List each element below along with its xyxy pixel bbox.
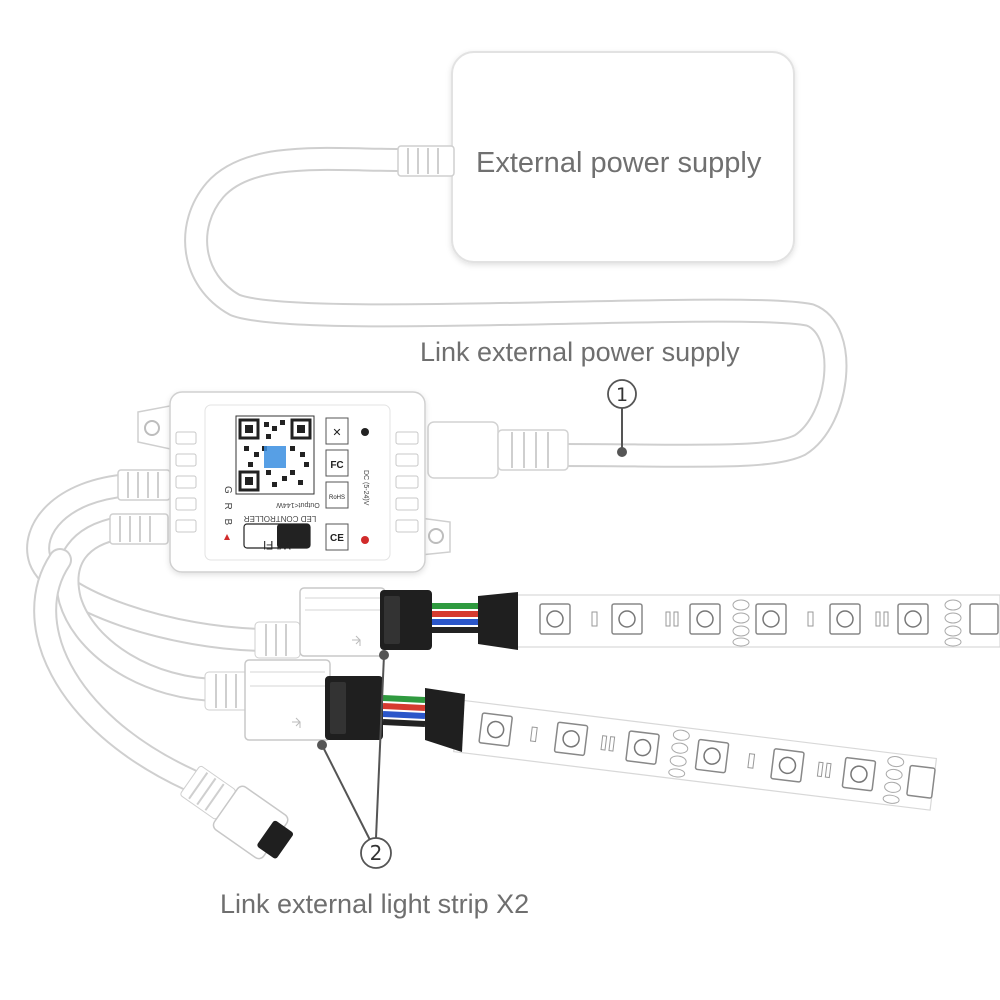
strip-1-led-chips xyxy=(539,603,999,635)
strip-2-cut-pads xyxy=(668,729,905,804)
strip-2-connector xyxy=(204,659,465,752)
fcc-mark: FC xyxy=(330,460,343,471)
link-light-strip-label: Link external light strip X2 xyxy=(220,889,530,919)
controller-grip-left xyxy=(175,431,197,533)
strip-2-led-chips xyxy=(478,712,936,799)
certification-marks: ✕ FC RoHS CE xyxy=(325,417,369,551)
svg-text:✕: ✕ xyxy=(332,427,341,439)
negative-terminal-dot xyxy=(361,428,369,436)
strip-1-resistors xyxy=(591,611,889,627)
ir-connector xyxy=(180,765,294,860)
red-arrow-icon xyxy=(224,534,230,540)
positive-terminal-dot xyxy=(361,536,369,544)
strip-1-connector xyxy=(254,587,518,659)
callout-1: 1 xyxy=(607,379,637,457)
strip-1-cut-pads xyxy=(732,599,962,647)
dc-power-connector xyxy=(427,421,569,479)
power-supply-strain-relief xyxy=(397,145,455,177)
output-cables xyxy=(26,469,282,792)
power-supply-box xyxy=(397,51,795,263)
output-text: Output<144W xyxy=(276,501,320,508)
callout-2: 2 xyxy=(317,650,392,869)
qr-code-icon xyxy=(235,415,315,495)
power-cable xyxy=(184,146,848,468)
wifi-mark: Wi Fi xyxy=(263,538,290,552)
link-power-supply-label: Link external power supply xyxy=(420,337,740,367)
light-strip-1 xyxy=(515,594,1000,648)
dc-voltage-text: DC (5-24)V xyxy=(362,470,369,506)
rohs-mark: RoHS xyxy=(329,495,345,501)
ce-mark: CE xyxy=(330,533,344,544)
strip-2-resistors xyxy=(529,726,832,779)
light-strip-2 xyxy=(452,699,938,811)
callout-1-number: 1 xyxy=(616,384,628,406)
channel-letters: G R B xyxy=(222,486,233,528)
wifi-logo: Wi Fi xyxy=(243,523,311,552)
led-controller: ✕ FC RoHS CE G R B DC (5-24)V Output<144… xyxy=(137,391,451,573)
led-controller-text: LED CONTROLLER xyxy=(244,514,317,523)
controller-grip-right xyxy=(395,431,419,533)
power-supply-label: External power supply xyxy=(476,147,762,179)
callout-2-number: 2 xyxy=(370,841,383,865)
